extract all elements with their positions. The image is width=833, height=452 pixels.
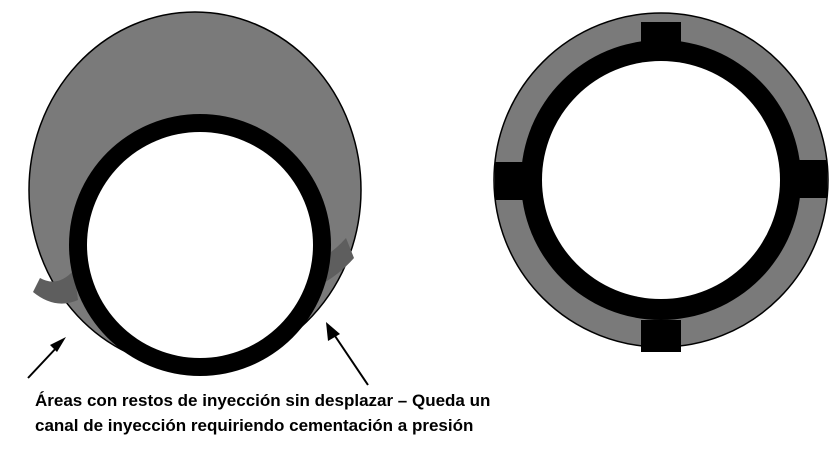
eccentric-wellbore — [28, 11, 362, 376]
eccentric-casing-bore — [87, 132, 313, 358]
centered-wellbore — [493, 12, 829, 352]
caption-line-2: canal de inyección requiriendo cementaci… — [35, 416, 474, 435]
left-arrow — [27, 337, 66, 379]
centralizer-bottom — [641, 320, 681, 352]
centralizer-top — [641, 22, 681, 52]
caption-line-1: Áreas con restos de inyección sin despla… — [35, 391, 491, 410]
left-residue-area — [33, 270, 78, 304]
right-arrow — [326, 322, 369, 386]
diagram-caption: Áreas con restos de inyección sin despla… — [35, 388, 735, 438]
centralizer-right — [795, 160, 827, 198]
centralizer-left — [495, 162, 527, 200]
centered-casing-bore — [542, 61, 780, 299]
